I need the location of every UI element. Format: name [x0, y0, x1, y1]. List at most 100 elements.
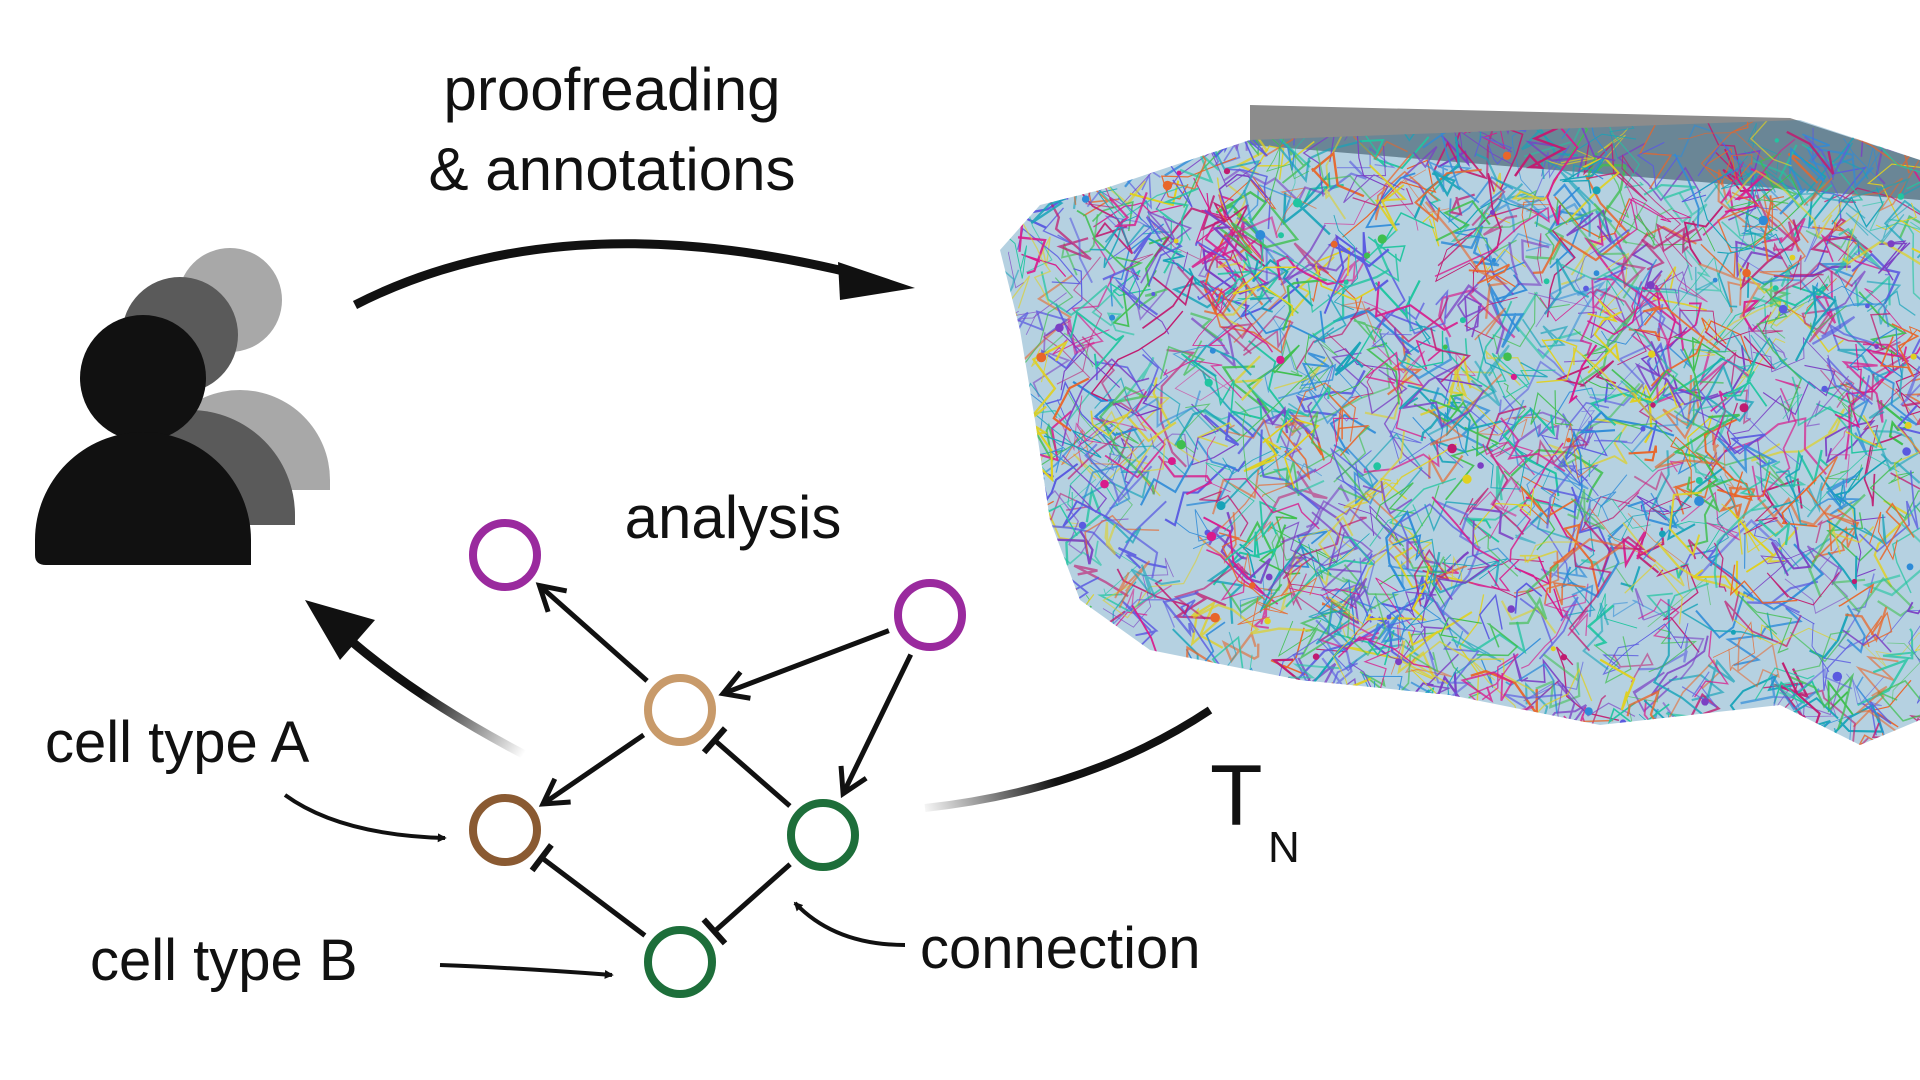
neuron-soma [1713, 722, 1722, 731]
neuron-fiber [1680, 407, 1730, 440]
neuron-fiber [1811, 120, 1868, 127]
neuron-fiber [1331, 352, 1408, 415]
neuron-fiber [1325, 606, 1344, 670]
neuron-fiber [1329, 413, 1377, 456]
neuron-fiber [1750, 408, 1846, 462]
neuron-fiber [1000, 275, 1031, 318]
neuron-soma [1278, 232, 1284, 239]
neuron-fiber [1824, 187, 1920, 219]
neuron-fiber [1000, 590, 1037, 640]
neuron-fiber [1704, 658, 1736, 706]
neuron-fiber [1855, 676, 1889, 745]
neuron-fiber [1567, 488, 1606, 530]
neuron-fiber [1274, 357, 1328, 390]
neuron-fiber [1038, 651, 1091, 679]
neuron-fiber [1077, 395, 1120, 447]
neuron-fiber [1196, 421, 1232, 448]
neuron-fiber [1593, 636, 1632, 684]
neuron-soma [1687, 717, 1694, 724]
neuron-soma [1648, 350, 1656, 358]
neuron-fiber [1406, 689, 1432, 730]
neuron-fiber [1559, 170, 1595, 237]
neuron-fiber [1881, 609, 1920, 675]
neuron-fiber [1311, 511, 1362, 573]
neuron-fiber [1451, 621, 1527, 655]
neuron-fiber [1471, 122, 1506, 227]
neuron-fiber [1363, 440, 1440, 474]
neuron-soma [1249, 582, 1256, 589]
neuron-fiber [1365, 172, 1416, 229]
neuron-fiber [1737, 261, 1774, 294]
neuron-soma [1223, 168, 1231, 175]
neuron-fiber [1713, 498, 1767, 589]
neuron-fiber [1036, 575, 1073, 609]
neuron-fiber [1640, 226, 1689, 271]
neuron-fiber [1375, 482, 1416, 547]
neuron-fiber [1090, 310, 1184, 402]
neuron-fiber [1733, 471, 1771, 498]
neuron-soma [1789, 254, 1796, 261]
neuron-fiber [1107, 120, 1157, 164]
neuron-fiber [1654, 432, 1720, 469]
neuron-fiber [1091, 283, 1135, 336]
neuron-fiber [1011, 549, 1047, 579]
neuron-fiber [1387, 370, 1427, 439]
neuron-fiber [1616, 198, 1664, 245]
neuron-fiber [1069, 217, 1093, 284]
neuron-fiber [1050, 602, 1089, 654]
neuron-fiber [1293, 620, 1412, 684]
neuron-fiber [1893, 424, 1920, 492]
neuron-fiber [1573, 346, 1627, 398]
neuron-soma [1887, 240, 1895, 248]
neuron-fiber [1431, 496, 1500, 563]
neuron-fiber [1000, 685, 1031, 743]
neuron-fiber [1474, 307, 1507, 341]
neuron-fiber [1000, 702, 1043, 745]
neuron-fiber [1566, 209, 1612, 243]
neuron-soma [1902, 447, 1911, 456]
neuron-fiber [1287, 573, 1327, 618]
edge-cell_b_green-to-cell_a_brown [529, 843, 647, 938]
neuron-fiber [1000, 344, 1008, 420]
neuron-soma [1650, 402, 1656, 408]
neuron-fiber [1413, 168, 1482, 223]
neuron-fiber [1159, 349, 1196, 468]
neuron-fiber [1765, 453, 1900, 512]
neuron-fiber [1307, 499, 1382, 540]
neuron-fiber [1720, 717, 1738, 745]
neuron-fiber [1651, 264, 1689, 306]
neuron-fiber [1032, 332, 1071, 398]
neuron-fiber [1806, 493, 1866, 598]
neuron-fiber [1824, 419, 1876, 465]
neuron-fiber [1759, 153, 1798, 211]
neuron-fiber [1536, 434, 1589, 465]
neuron-fiber [1651, 266, 1708, 312]
neuron-fiber [1511, 189, 1548, 202]
neuron-fiber [1740, 219, 1801, 291]
analysis-label: analysis [625, 484, 842, 551]
neuron-fiber [1062, 499, 1110, 528]
neuron-fiber [1622, 522, 1685, 587]
neuron-fiber [1403, 538, 1436, 632]
neuron-soma [1695, 477, 1703, 484]
neuron-fiber [1437, 206, 1524, 267]
neuron-fiber [1602, 643, 1640, 676]
neuron-fiber [1430, 327, 1472, 383]
neuron-fiber [1750, 120, 1792, 167]
neuron-fiber [1008, 733, 1099, 745]
neuron-fiber [1000, 371, 1028, 393]
neuron-fiber [1061, 429, 1145, 466]
neuron-fiber [1344, 630, 1439, 661]
neuron-soma [1055, 323, 1064, 333]
neuron-fiber [1788, 133, 1831, 183]
neuron-fiber [1636, 291, 1666, 334]
neuron-fiber [1694, 630, 1729, 698]
neuron-fiber [1500, 417, 1566, 473]
neuron-fiber [1098, 386, 1155, 495]
analysis-arrow [305, 600, 528, 759]
neuron-fiber [1371, 331, 1412, 348]
neuron-fiber [1684, 692, 1721, 730]
neuron-fiber [1292, 401, 1321, 444]
neuron-fiber [1519, 485, 1577, 518]
neuron-fiber [1543, 582, 1586, 606]
